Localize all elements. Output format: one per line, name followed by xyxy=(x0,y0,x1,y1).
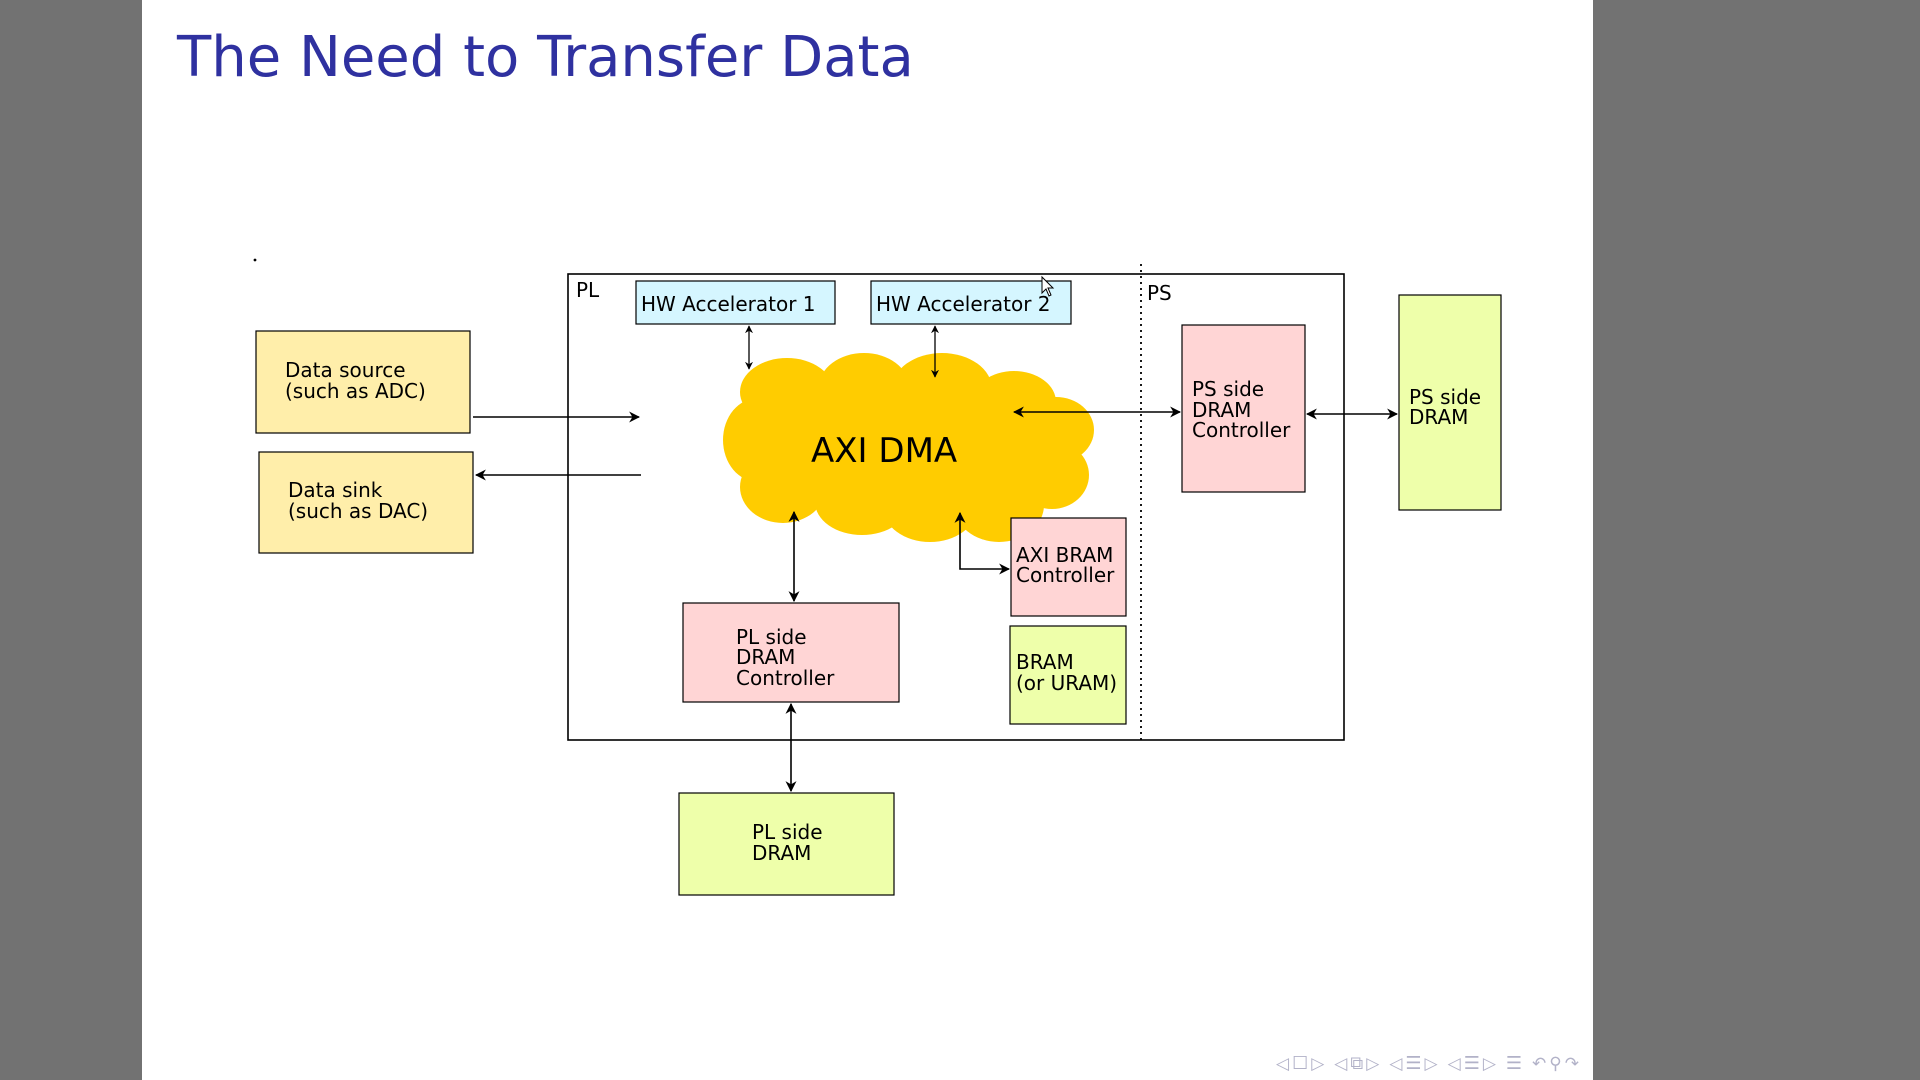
hw-accelerator-2: HW Accelerator 2 xyxy=(870,280,1072,325)
hw-accelerator-2-label: HW Accelerator 2 xyxy=(876,292,1051,316)
frame-nav: ◁ ☐ ▷ xyxy=(1276,1053,1324,1074)
ps-dram-controller-box: PS side DRAM Controller xyxy=(1181,324,1306,493)
search-icon[interactable]: ⚲ xyxy=(1549,1053,1562,1074)
block-diagram: PL PS HW Accelerator 1 HW Accelerator 2 … xyxy=(253,258,1502,896)
pl-dram-label: PL side DRAM xyxy=(752,820,829,865)
bram-label: BRAM (or URAM) xyxy=(1016,650,1117,695)
frame-next-icon[interactable]: ▷ xyxy=(1311,1053,1325,1074)
bram-box: BRAM (or URAM) xyxy=(1009,625,1127,725)
pl-dram-controller-label: PL side DRAM Controller xyxy=(736,625,835,690)
data-source-box: Data source (such as ADC) xyxy=(255,330,471,434)
arrow-dma-bram-controller xyxy=(954,511,1011,575)
appendix-icon[interactable]: ☰ xyxy=(1505,1053,1523,1074)
axi-dma-cloud: AXI DMA xyxy=(723,353,1094,542)
hw-accelerator-1-label: HW Accelerator 1 xyxy=(641,292,816,316)
doc-next-icon[interactable]: ▷ xyxy=(1482,1053,1496,1074)
subsection-icon[interactable]: ⧉ xyxy=(1350,1053,1364,1074)
subsection-next-icon[interactable]: ▷ xyxy=(1366,1053,1380,1074)
ps-dram-label: PS side DRAM xyxy=(1409,385,1487,429)
subsection-nav: ◁ ⧉ ▷ xyxy=(1334,1053,1379,1074)
axi-bram-controller-label: AXI BRAM Controller xyxy=(1016,543,1120,587)
section-prev-icon[interactable]: ◁ xyxy=(1389,1053,1403,1074)
pl-dram-box: PL side DRAM xyxy=(678,792,895,896)
axi-dma-label: AXI DMA xyxy=(811,431,957,471)
subsection-prev-icon[interactable]: ◁ xyxy=(1334,1053,1348,1074)
doc-prev-icon[interactable]: ◁ xyxy=(1447,1053,1461,1074)
section-nav: ◁ ☰ ▷ xyxy=(1389,1053,1437,1074)
pl-ps-region-border xyxy=(567,273,1345,741)
pl-region-label: PL xyxy=(576,278,600,302)
ps-dram-box: PS side DRAM xyxy=(1398,294,1502,511)
ps-dram-controller-label: PS side DRAM Controller xyxy=(1192,377,1291,442)
data-source-label: Data source (such as ADC) xyxy=(285,358,426,403)
ps-region-label: PS xyxy=(1147,281,1172,305)
data-sink-label: Data sink (such as DAC) xyxy=(288,478,428,523)
frame-prev-icon[interactable]: ◁ xyxy=(1276,1053,1290,1074)
section-icon[interactable]: ☰ xyxy=(1405,1053,1422,1074)
forward-icon[interactable]: ↷ xyxy=(1564,1053,1579,1074)
slide: The Need to Transfer Data PL PS HW Accel… xyxy=(142,0,1593,1080)
back-icon[interactable]: ↶ xyxy=(1532,1053,1547,1074)
data-sink-box: Data sink (such as DAC) xyxy=(258,451,474,554)
doc-nav: ◁ ☰ ▷ xyxy=(1448,1053,1496,1074)
stray-dot xyxy=(253,258,257,262)
slide-title: The Need to Transfer Data xyxy=(177,25,914,90)
axi-bram-controller-box: AXI BRAM Controller xyxy=(1010,517,1127,617)
mouse-cursor-icon xyxy=(1041,275,1055,297)
frame-icon[interactable]: ☐ xyxy=(1292,1053,1309,1074)
beamer-navigation-bar: ◁ ☐ ▷ ◁ ⧉ ▷ ◁ ☰ ▷ ◁ ☰ ▷ ☰ ↶ ⚲ ↷ xyxy=(1276,1053,1579,1074)
doc-icon[interactable]: ☰ xyxy=(1463,1053,1480,1074)
section-next-icon[interactable]: ▷ xyxy=(1424,1053,1438,1074)
search-nav: ↶ ⚲ ↷ xyxy=(1532,1054,1579,1074)
pl-dram-controller-box: PL side DRAM Controller xyxy=(682,602,900,703)
hw-accelerator-1: HW Accelerator 1 xyxy=(635,280,836,325)
